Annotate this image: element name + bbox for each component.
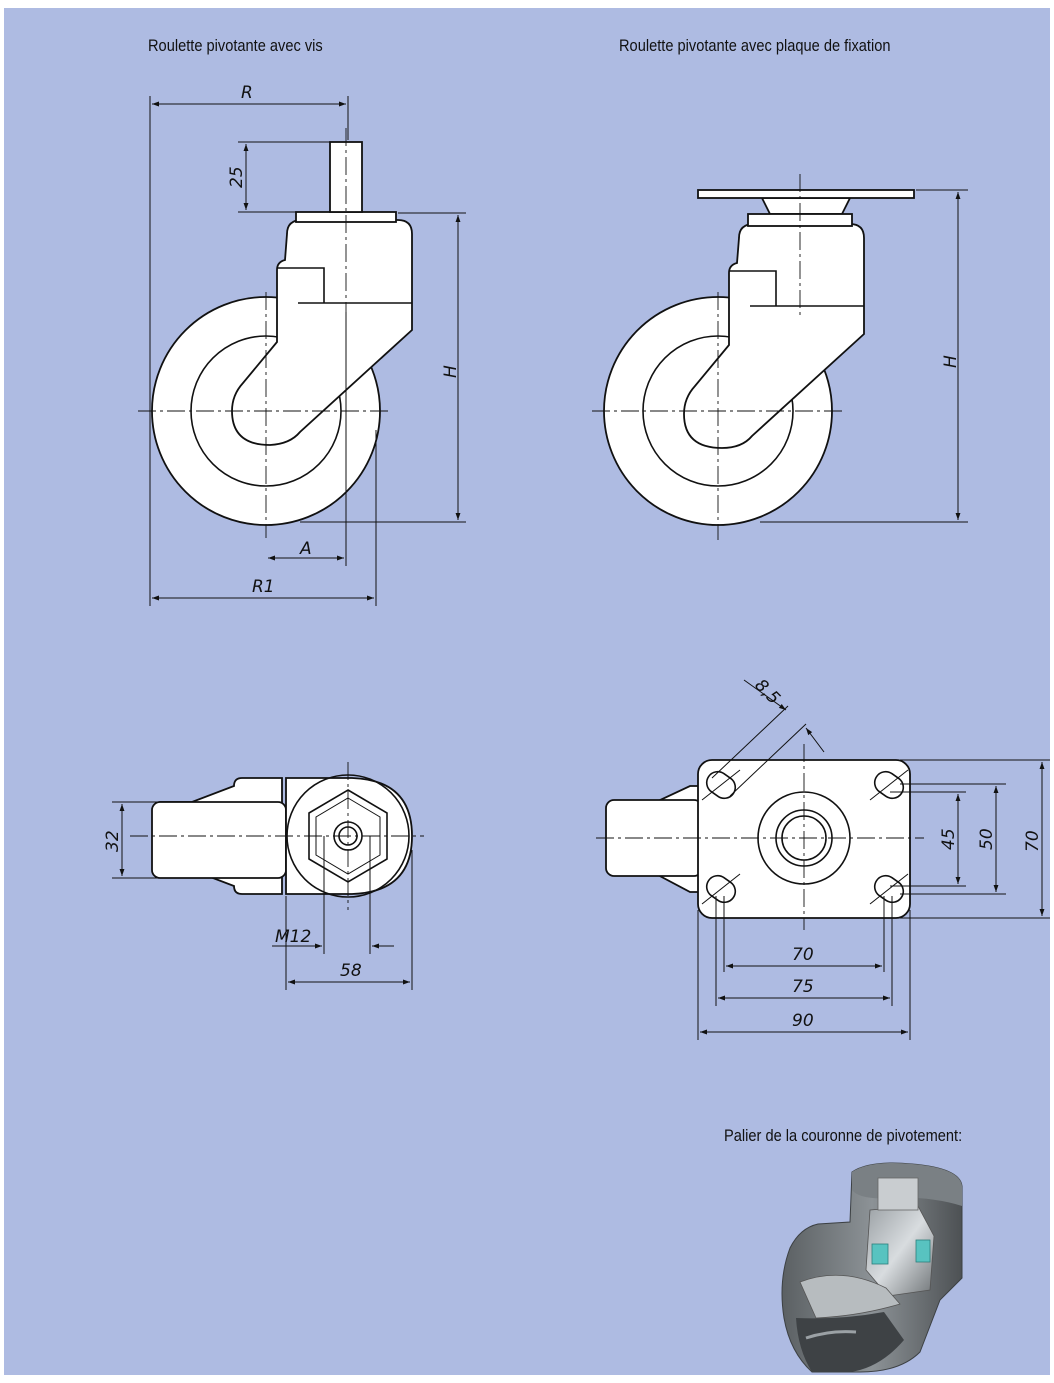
dim-H-plate: H — [941, 355, 961, 368]
bearing-cutaway-illustration — [781, 1162, 963, 1373]
mounting-holes — [701, 769, 909, 905]
dim-70-vertical: 70 — [1023, 830, 1043, 852]
title-screw-caster: Roulette pivotante avec vis — [148, 36, 323, 55]
dim-R1: R1 — [252, 577, 275, 597]
dim-50: 50 — [977, 828, 997, 850]
top-view-plate-caster: 8,5 45 50 70 70 75 90 — [596, 675, 1050, 1040]
side-view-plate-caster: H — [592, 174, 968, 540]
dim-58: 58 — [340, 961, 362, 981]
drawing-sheet — [4, 8, 1050, 1375]
dim-90: 90 — [792, 1011, 814, 1031]
dim-8-5: 8,5 — [750, 675, 783, 708]
dim-M12: M12 — [275, 927, 311, 947]
title-plate-caster: Roulette pivotante avec plaque de fixati… — [619, 36, 891, 55]
side-view-screw-caster: R 25 H A R1 — [138, 83, 466, 606]
dim-H: H — [441, 365, 461, 378]
dim-70-horizontal: 70 — [792, 945, 814, 965]
dim-R: R — [241, 83, 253, 103]
bearing-caption: Palier de la couronne de pivotement: — [724, 1126, 963, 1145]
dim-thread-length: 25 — [227, 166, 247, 188]
dim-45: 45 — [939, 828, 959, 850]
dim-75: 75 — [792, 977, 814, 997]
top-view-screw-caster: 32 M12 58 — [103, 762, 424, 990]
dim-A: A — [299, 539, 312, 559]
dim-32: 32 — [103, 830, 123, 852]
